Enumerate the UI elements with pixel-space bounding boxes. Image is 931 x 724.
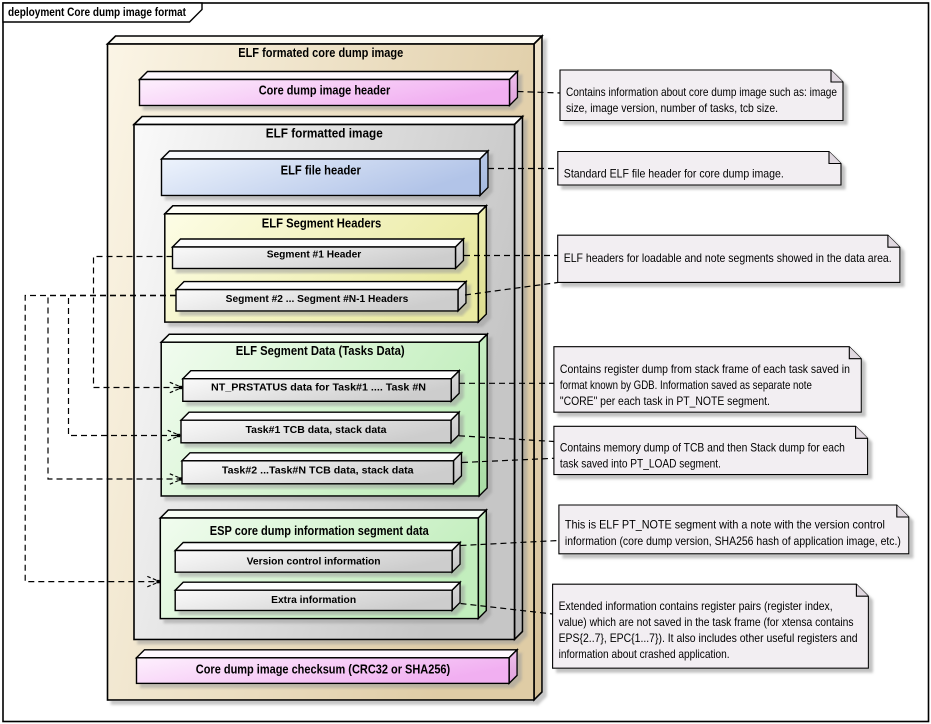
svg-text:Standard ELF file header for c: Standard ELF file header for core dump i…: [564, 168, 784, 181]
svg-text:value) which are not saved in: value) which are not saved in the task f…: [559, 616, 854, 629]
svg-text:Segment #1 Header: Segment #1 Header: [267, 249, 362, 261]
svg-text:ELF file header: ELF file header: [281, 162, 361, 177]
svg-text:ELF formatted image: ELF formatted image: [266, 126, 383, 141]
svg-text:Core dump image header: Core dump image header: [259, 82, 391, 97]
svg-text:ELF Segment Data (Tasks Data): ELF Segment Data (Tasks Data): [236, 343, 405, 358]
svg-text:Contains memory dump of TCB an: Contains memory dump of TCB and then Sta…: [560, 442, 845, 455]
svg-text:deployment Core dump image for: deployment Core dump image format: [8, 7, 186, 19]
svg-text:Contains information about cor: Contains information about core dump ima…: [566, 86, 837, 99]
svg-text:Task#1 TCB data, stack data: Task#1 TCB data, stack data: [246, 424, 387, 436]
svg-text:information (core dump version: information (core dump version, SHA256 h…: [565, 535, 901, 548]
svg-text:ESP core dump information segm: ESP core dump information segment data: [210, 523, 430, 538]
svg-text:Segment #2 ... Segment #N-1 He: Segment #2 ... Segment #N-1 Headers: [226, 293, 409, 305]
svg-text:Contains register dump from st: Contains register dump from stack frame …: [560, 363, 850, 376]
svg-text:NT_PRSTATUS data for Task#1 ..: NT_PRSTATUS data for Task#1 .... Task #N: [211, 382, 426, 394]
svg-text:format known by GDB. Informati: format known by GDB. Information saved a…: [560, 379, 812, 392]
svg-text:Task#2 ...Task#N TCB data, st: Task#2 ...Task#N TCB data, stack data: [222, 464, 414, 476]
svg-text:Extra information: Extra information: [271, 594, 356, 606]
svg-text:information about crashed appl: information about crashed application.: [559, 648, 730, 661]
svg-text:ELF Segment Headers: ELF Segment Headers: [262, 216, 382, 231]
svg-text:Extended information contains: Extended information contains register p…: [559, 600, 833, 613]
svg-text:Version control information: Version control information: [247, 556, 381, 568]
svg-text:This is ELF PT_NOTE segment wi: This is ELF PT_NOTE segment with a note …: [565, 519, 885, 532]
svg-text:"CORE" per each task in PT_NOT: "CORE" per each task in PT_NOTE segment.: [560, 395, 770, 408]
svg-text:size, image version, number of: size, image version, number of tasks, tc…: [566, 102, 778, 115]
svg-text:EPS{2..7}, EPC{1...7}). It als: EPS{2..7}, EPC{1...7}). It also includes…: [559, 632, 858, 645]
svg-text:ELF formated core dump image: ELF formated core dump image: [238, 45, 403, 60]
svg-text:task saved into PT_LOAD segmen: task saved into PT_LOAD segment.: [560, 458, 721, 471]
svg-text:ELF headers for loadable and n: ELF headers for loadable and note segmen…: [564, 252, 892, 265]
svg-text:Core dump image checksum (CRC3: Core dump image checksum (CRC32 or SHA25…: [196, 661, 450, 676]
